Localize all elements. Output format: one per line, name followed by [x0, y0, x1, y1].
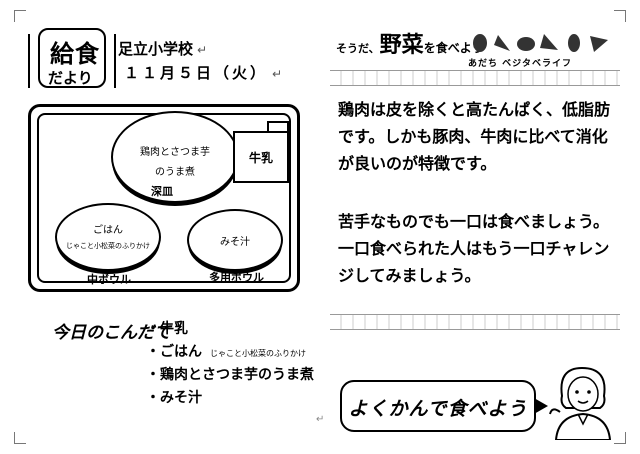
rice-note: じゃこと小松菜のふりかけ — [66, 242, 150, 250]
crop-mark — [614, 432, 626, 444]
newsletter-logo: 給食 だより — [28, 28, 116, 88]
person-icon — [548, 362, 618, 441]
rice-label: ごはん — [93, 225, 123, 236]
menu-item-soup: ・みそ汁 — [146, 390, 202, 406]
milk-label: 牛乳 — [248, 151, 273, 165]
logo-subtitle: だより — [48, 69, 93, 87]
crop-mark — [614, 10, 626, 22]
deep-dish-label: 深皿 — [151, 185, 173, 198]
multi-bowl: みそ汁 — [187, 209, 283, 271]
menu-list: ・牛乳 ・ごはんじゃこと小松菜のふりかけ ・鶏肉とさつま芋のうま煮 ・みそ汁 — [146, 318, 314, 410]
issue-date: １１月５日（火）↵ — [124, 64, 286, 82]
vegetable-icon — [470, 32, 620, 58]
spoon-icon — [108, 34, 116, 88]
lunch-tray: 鶏肉とさつま芋 のうま煮 深皿 牛乳 ごはん じゃこと小松菜のふりかけ 中ボウル… — [28, 104, 300, 292]
soup-label: みそ汁 — [220, 237, 250, 248]
feature-subtitle: あだち ベジタベライフ — [468, 59, 572, 69]
medium-bowl: ごはん じゃこと小松菜のふりかけ — [55, 203, 161, 271]
paragraph-2: 苦手なものでも一口は食べましょう。一口食べられた人はもう一口チャレンジしてみまし… — [338, 212, 610, 285]
feature-title-big: 野菜 — [379, 33, 424, 58]
crop-mark — [14, 10, 26, 22]
menu-title: 今日のこんだて — [52, 323, 171, 343]
slogan-text: よくかんで食べよう — [348, 398, 528, 420]
medium-bowl-label: 中ボウル — [87, 273, 131, 286]
milk-carton: 牛乳 — [233, 131, 289, 183]
fork-icon — [28, 34, 36, 88]
slogan-bubble: よくかんで食べよう — [340, 380, 548, 432]
logo-title: 給食 — [50, 40, 100, 68]
main-dish-line1: 鶏肉とさつま芋 — [140, 147, 210, 158]
crop-mark — [14, 432, 26, 444]
paragraph-mark: ↵ — [316, 414, 325, 425]
bubble-tail — [534, 398, 548, 414]
deep-dish: 鶏肉とさつま芋 のうま煮 — [111, 111, 239, 203]
vegetable-border-bottom — [330, 314, 620, 330]
menu-item-rice: ・ごはんじゃこと小松菜のふりかけ — [146, 344, 306, 360]
multi-bowl-label: 多用ボウル — [209, 271, 264, 284]
vegetable-border-top — [330, 70, 620, 86]
menu-item-milk: ・牛乳 — [146, 321, 188, 337]
main-dish-line2: のうま煮 — [155, 167, 195, 178]
menu-item-main: ・鶏肉とさつま芋のうま煮 — [146, 367, 314, 383]
paragraph-1: 鶏肉は皮を除くと高たんぱく、低脂肪です。しかも豚肉、牛肉に比べて消化が良いのが特… — [338, 100, 611, 173]
school-name: 足立小学校↵ — [118, 40, 208, 58]
feature-title: そうだ、野菜を食べよう — [336, 33, 484, 58]
